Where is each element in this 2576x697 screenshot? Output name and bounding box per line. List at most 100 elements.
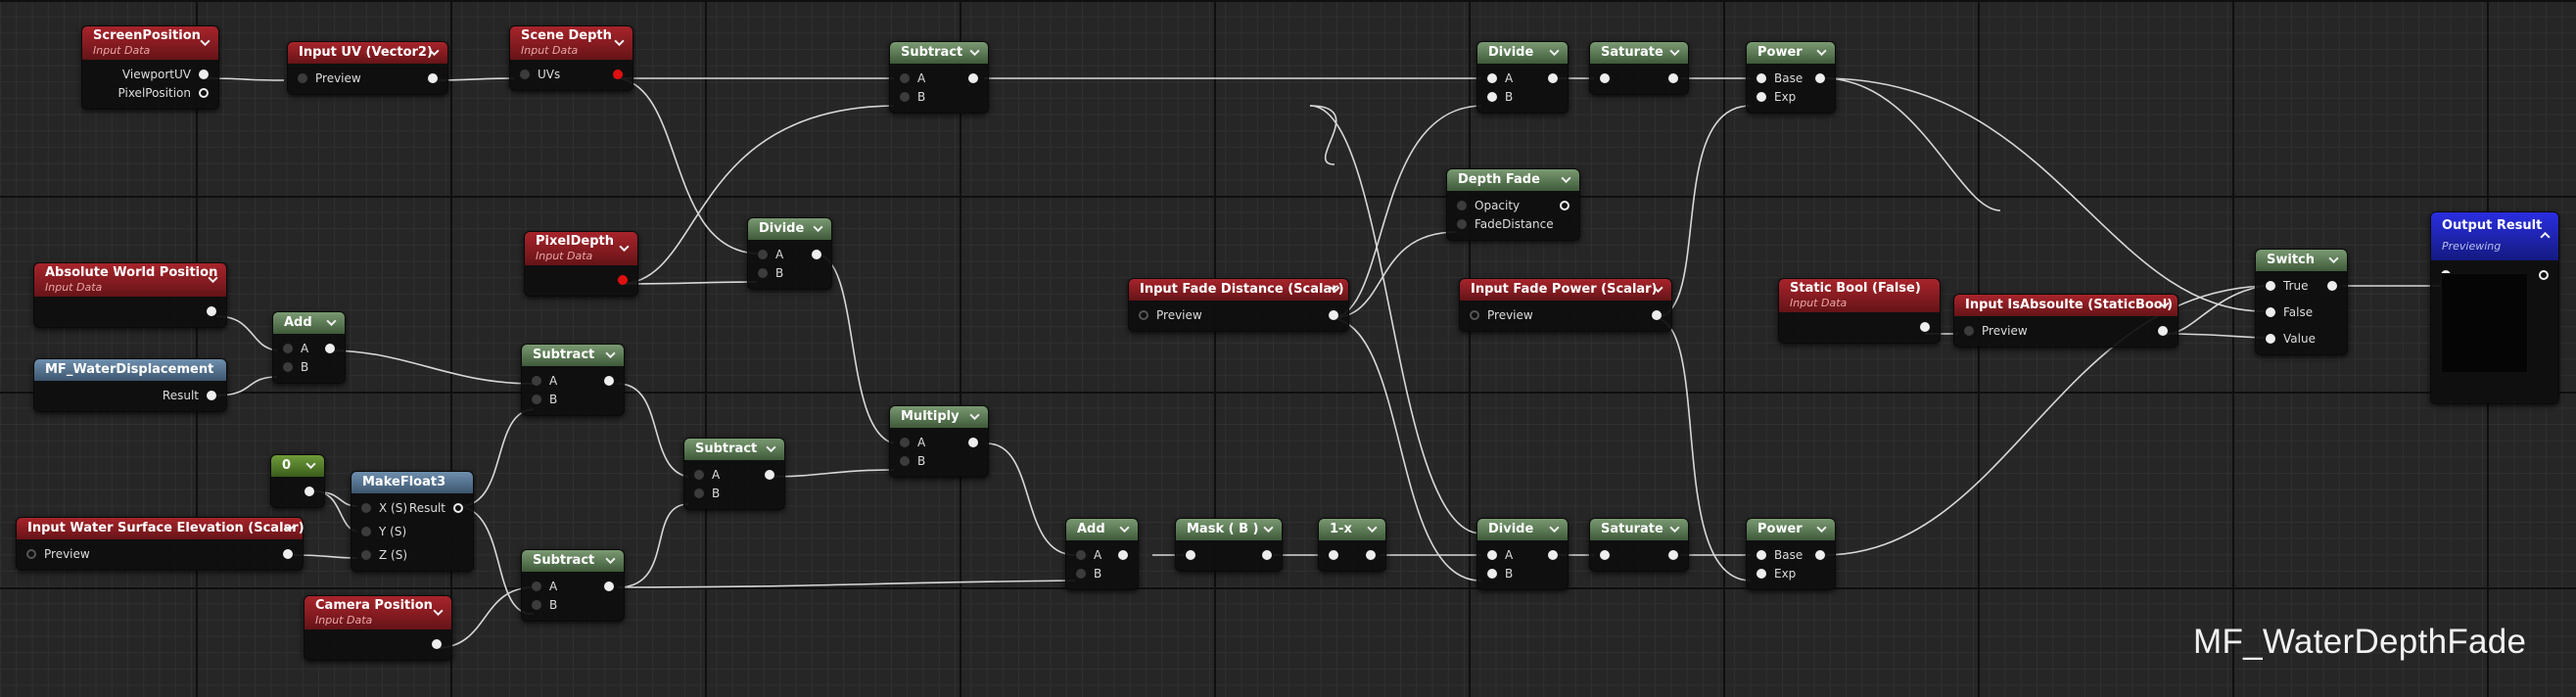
chevron-down-icon[interactable]	[1667, 522, 1681, 535]
node-header[interactable]: Saturate	[1590, 519, 1688, 540]
input-pin[interactable]	[1186, 550, 1195, 560]
chevron-down-icon[interactable]	[282, 521, 296, 534]
input-pin[interactable]	[1470, 310, 1479, 320]
input-pin[interactable]	[900, 438, 910, 447]
output-pin[interactable]	[199, 88, 209, 98]
node-header[interactable]: Saturate	[1590, 42, 1688, 64]
input-pin[interactable]	[694, 488, 704, 498]
output-pin[interactable]	[207, 306, 216, 316]
node-header[interactable]: Input Water Surface Elevation (Scalar)	[17, 518, 304, 539]
input-pin[interactable]	[900, 456, 910, 466]
input-pin[interactable]	[1076, 550, 1086, 560]
multiply-node[interactable]: Multiply A B	[889, 405, 989, 478]
input-pin[interactable]	[1756, 73, 1766, 83]
chevron-down-icon[interactable]	[1547, 522, 1561, 535]
chevron-down-icon[interactable]	[764, 441, 777, 455]
input-water-surface-elevation-node[interactable]: Input Water Surface Elevation (Scalar) P…	[16, 517, 304, 571]
input-uv-node[interactable]: Input UV (Vector2) Preview	[287, 41, 448, 95]
output-pin[interactable]	[1262, 550, 1272, 560]
output-pin[interactable]	[968, 73, 978, 83]
node-header[interactable]: Divide	[1477, 519, 1568, 540]
output-pin[interactable]	[283, 549, 293, 559]
output-pin[interactable]	[968, 438, 978, 447]
output-pin[interactable]	[1815, 73, 1825, 83]
input-pin[interactable]	[361, 550, 371, 560]
output-pin[interactable]	[325, 344, 335, 353]
input-pin[interactable]	[2266, 281, 2275, 291]
output-pin[interactable]	[199, 70, 209, 79]
output-pin[interactable]	[428, 73, 438, 83]
input-pin[interactable]	[1487, 569, 1497, 579]
input-pin[interactable]	[1600, 550, 1610, 560]
chevron-down-icon[interactable]	[1117, 522, 1131, 535]
input-pin[interactable]	[283, 362, 293, 372]
subtract-node[interactable]: Subtract A B	[683, 438, 785, 510]
chevron-down-icon[interactable]	[967, 409, 981, 423]
input-pin[interactable]	[1329, 550, 1338, 560]
node-header[interactable]: Switch	[2256, 250, 2347, 271]
input-pin[interactable]	[532, 376, 541, 386]
node-header[interactable]: Power	[1747, 519, 1835, 540]
input-pin[interactable]	[1457, 219, 1467, 229]
chevron-up-icon[interactable]	[2538, 229, 2552, 243]
chevron-down-icon[interactable]	[198, 35, 211, 49]
output-pin[interactable]	[1668, 73, 1678, 83]
chevron-down-icon[interactable]	[206, 272, 219, 286]
static-bool-node[interactable]: Static Bool (False)Input Data	[1778, 278, 1941, 344]
depth-fade-node[interactable]: Depth Fade Opacity FadeDistance	[1446, 168, 1580, 241]
input-pin[interactable]	[2266, 334, 2275, 344]
input-pin[interactable]	[532, 600, 541, 610]
chevron-down-icon[interactable]	[617, 241, 631, 255]
output-pin[interactable]	[207, 391, 216, 400]
input-pin[interactable]	[361, 503, 371, 513]
input-pin[interactable]	[26, 549, 36, 559]
divide-node[interactable]: Divide A B	[1476, 518, 1569, 590]
node-header[interactable]: Input Fade Power (Scalar)	[1460, 279, 1671, 301]
node-header[interactable]: Divide	[1477, 42, 1568, 64]
input-pin[interactable]	[1076, 569, 1086, 579]
chevron-down-icon[interactable]	[1261, 522, 1275, 535]
input-pin[interactable]	[1756, 92, 1766, 102]
output-pin[interactable]	[618, 275, 628, 285]
input-pin[interactable]	[758, 250, 768, 259]
chevron-down-icon[interactable]	[612, 35, 626, 49]
input-pin[interactable]	[532, 395, 541, 404]
chevron-down-icon[interactable]	[603, 348, 617, 361]
input-pin[interactable]	[1487, 73, 1497, 83]
input-pin[interactable]	[298, 73, 307, 83]
node-header[interactable]: Mask ( B )	[1176, 519, 1282, 540]
node-header[interactable]: 0	[271, 455, 324, 477]
node-header[interactable]: Subtract	[890, 42, 988, 64]
chevron-down-icon[interactable]	[2157, 298, 2171, 311]
node-header[interactable]: MF_WaterDisplacement	[34, 359, 226, 381]
input-pin[interactable]	[1600, 73, 1610, 83]
one-minus-node[interactable]: 1-x	[1318, 518, 1386, 572]
input-pin[interactable]	[1964, 326, 1974, 336]
input-pin[interactable]	[532, 581, 541, 591]
output-pin[interactable]	[765, 470, 774, 480]
chevron-down-icon[interactable]	[304, 458, 317, 472]
switch-node[interactable]: Switch True False Value	[2255, 249, 2348, 355]
input-pin[interactable]	[900, 92, 910, 102]
output-pin[interactable]	[304, 487, 314, 496]
chevron-down-icon[interactable]	[427, 45, 441, 59]
output-pin[interactable]	[432, 639, 442, 649]
output-pin[interactable]	[2539, 270, 2549, 280]
chevron-down-icon[interactable]	[1547, 45, 1561, 59]
output-pin[interactable]	[604, 581, 614, 591]
node-header[interactable]: Subtract	[522, 345, 624, 366]
node-header[interactable]: Input IsAbsoulte (StaticBool)	[1954, 295, 2178, 316]
chevron-down-icon[interactable]	[1365, 522, 1379, 535]
chevron-down-icon[interactable]	[967, 45, 981, 59]
chevron-down-icon[interactable]	[811, 221, 824, 235]
chevron-down-icon[interactable]	[324, 315, 338, 329]
